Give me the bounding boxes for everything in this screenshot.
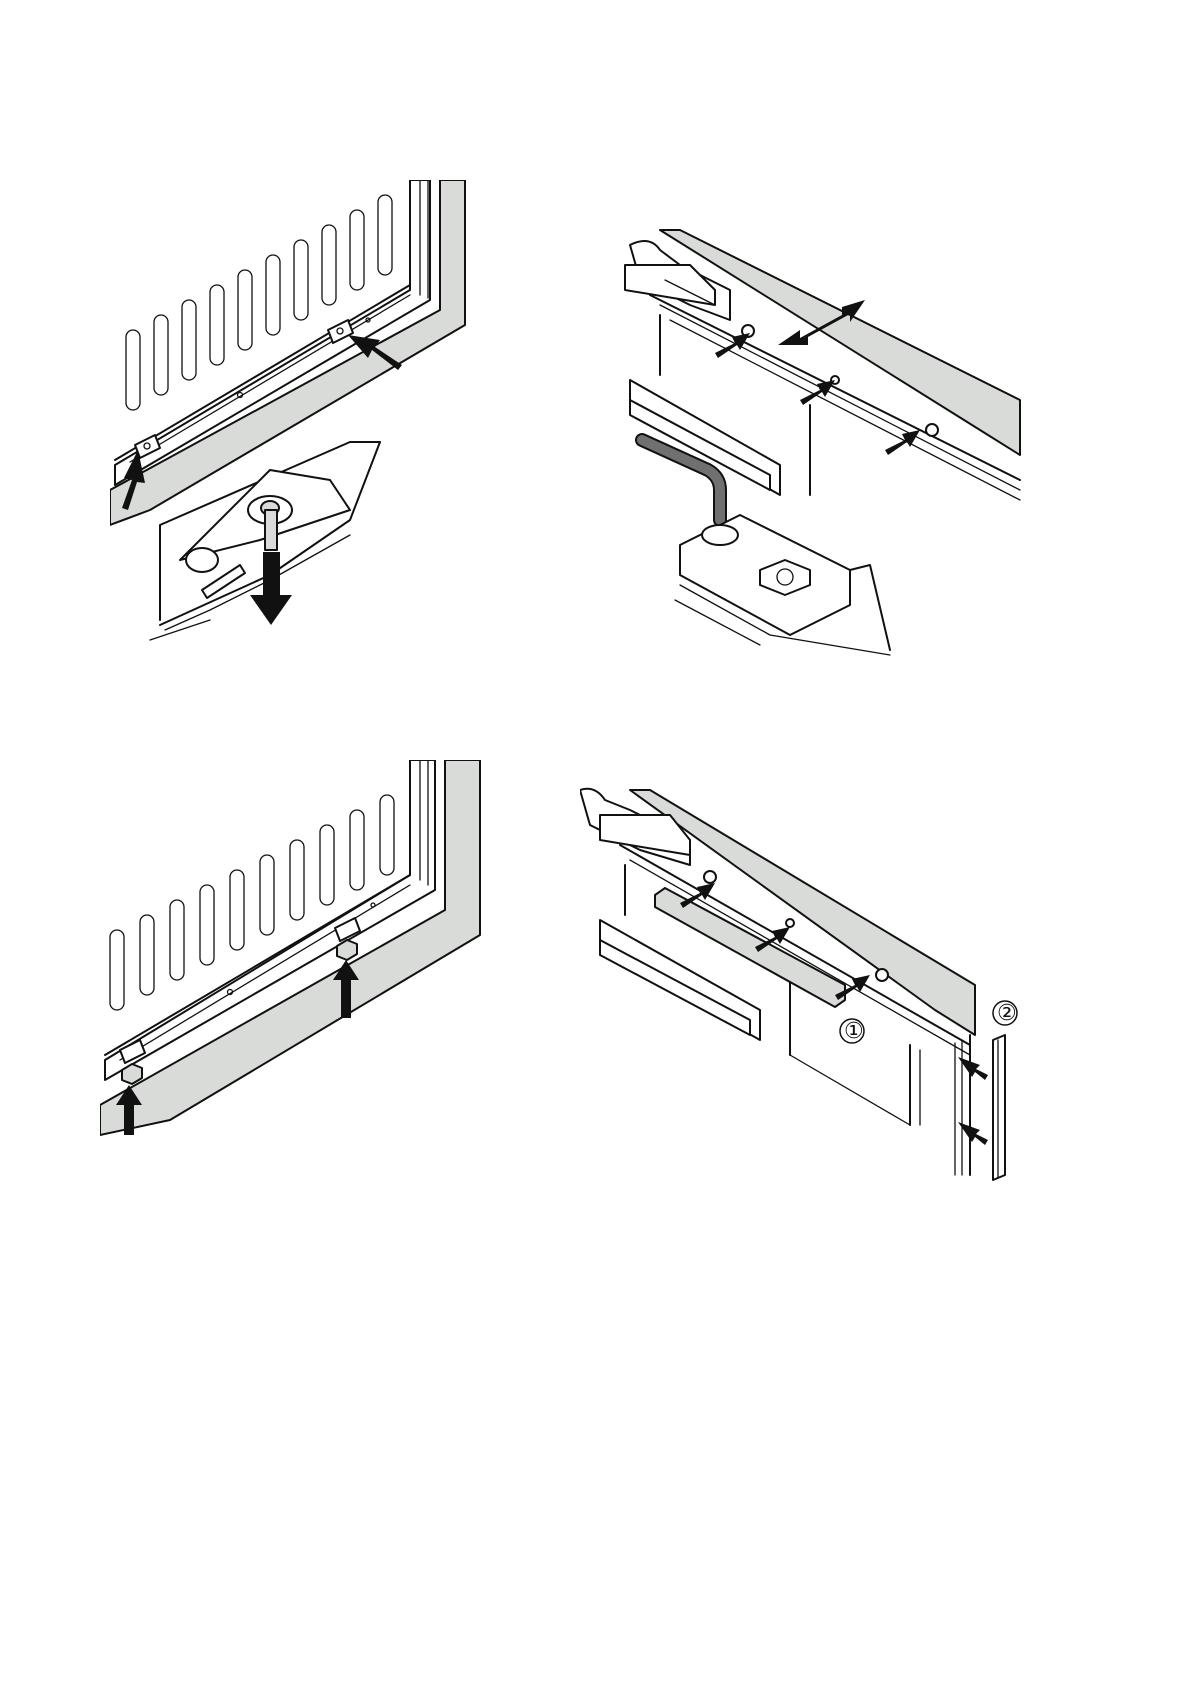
figure-1-hinge-removal: [110, 180, 510, 700]
hinge-screw-right: [926, 424, 938, 436]
callout-1-label: ①: [844, 1019, 864, 1044]
figure-3-hinge-nuts: [100, 760, 520, 1160]
figure-3-illustration: [100, 760, 520, 1160]
door-inner-frame: [115, 180, 430, 485]
figure-1-illustration: [110, 180, 510, 700]
hinge-screw-right: [876, 969, 888, 981]
callout-2: ②: [993, 1001, 1017, 1026]
screw-icon: [265, 510, 277, 550]
hinge-screw-middle: [786, 919, 794, 927]
callout-1: ①: [840, 1019, 864, 1044]
side-strip-2: [993, 1035, 1005, 1180]
arrow-down-icon: [250, 552, 292, 625]
hinge-base-detail: [675, 515, 890, 655]
figure-4-cover-strips: ① ②: [580, 785, 1080, 1205]
figure-2-illustration: [620, 225, 1040, 715]
figure-2-adjust-hinge: [620, 225, 1040, 715]
hinge-screw-left: [704, 871, 716, 883]
figure-4-illustration: ① ②: [580, 785, 1080, 1205]
callout-2-label: ②: [997, 1001, 1017, 1026]
